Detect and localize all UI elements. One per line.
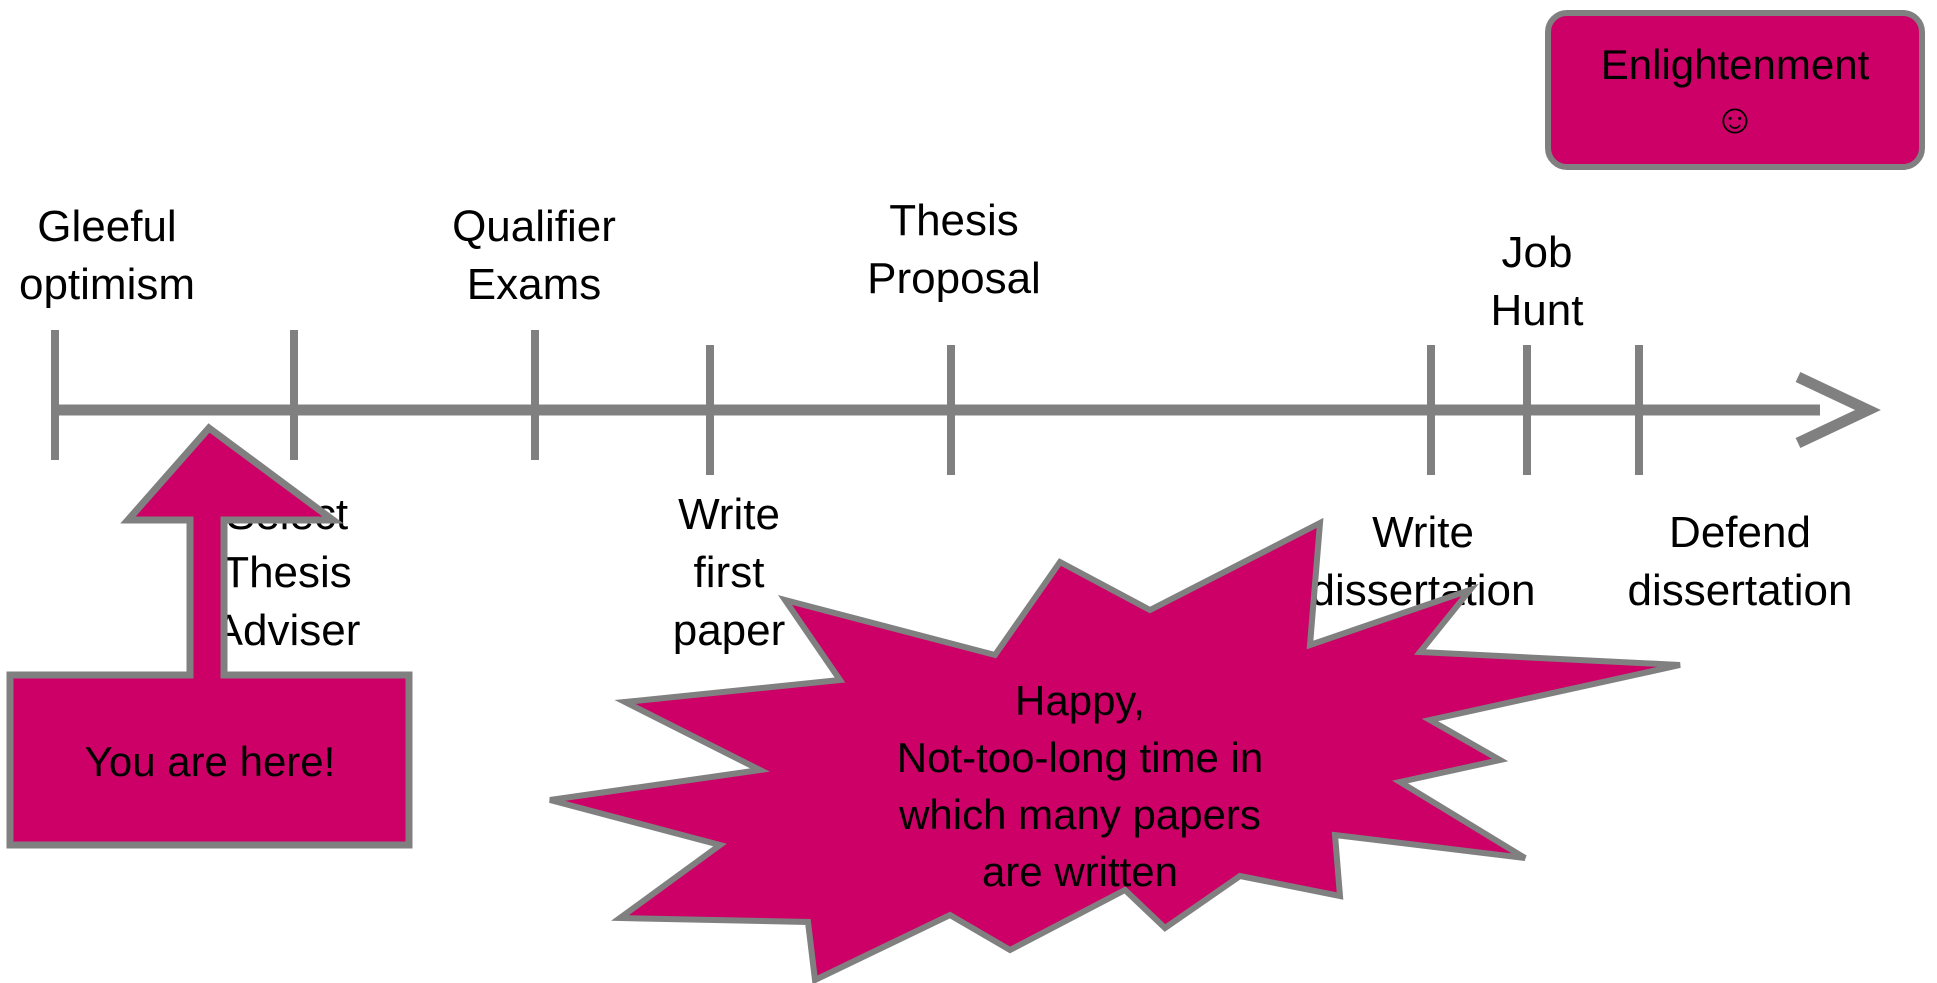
- label-line: Job: [1501, 228, 1573, 277]
- label-line: Write: [1372, 508, 1474, 557]
- smiley-icon: ☺: [1713, 95, 1757, 142]
- burst-line: are written: [981, 848, 1179, 895]
- label-qualifier-exams: Qualifier Exams: [394, 198, 674, 314]
- enlightenment-box: Enlightenment ☺: [1545, 10, 1925, 170]
- burst-line: Not-too-long time in: [896, 734, 1264, 781]
- label-line: Write: [678, 490, 780, 539]
- you-are-here-callout-shape: [6, 423, 413, 849]
- label-line: Qualifier: [452, 202, 616, 251]
- label-line: Thesis: [889, 196, 1019, 245]
- timeline-arrowhead: [1795, 372, 1881, 448]
- you-are-here-text: You are here!: [84, 738, 336, 785]
- enlightenment-label: Enlightenment: [1600, 41, 1870, 88]
- label-job-hunt: Job Hunt: [1397, 224, 1677, 340]
- label-line: paper: [672, 606, 786, 655]
- label-line: Hunt: [1490, 286, 1584, 335]
- label-line: dissertation: [1627, 566, 1853, 615]
- label-defend-dissertation: Defend dissertation: [1600, 504, 1880, 620]
- label-line: Adviser: [213, 606, 361, 655]
- label-line: Thesis: [222, 548, 352, 597]
- label-gleeful-optimism: Gleeful optimism: [0, 198, 247, 314]
- enlightenment-text: Enlightenment ☺: [1551, 38, 1919, 146]
- label-line: optimism: [18, 260, 196, 309]
- burst-text: Happy, Not-too-long time in which many p…: [820, 672, 1340, 900]
- label-line: Defend: [1669, 508, 1811, 557]
- timeline-ticks: [51, 330, 1643, 475]
- label-line: Exams: [466, 260, 602, 309]
- label-thesis-proposal: Thesis Proposal: [814, 192, 1094, 308]
- burst-line: which many papers: [899, 791, 1261, 838]
- label-line: first: [693, 548, 765, 597]
- label-line: Proposal: [867, 254, 1041, 303]
- label-line: Gleeful: [37, 202, 177, 251]
- burst-line: Happy,: [1015, 677, 1145, 724]
- label-write-first-paper: Write first paper: [589, 486, 869, 660]
